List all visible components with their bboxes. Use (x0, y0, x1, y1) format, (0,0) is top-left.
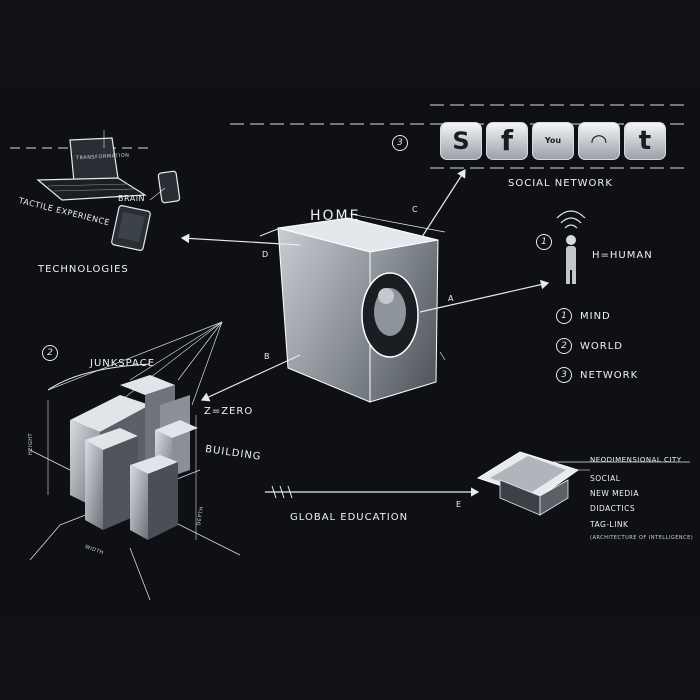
education-item-didactics: DIDACTICS (590, 504, 636, 513)
edge-c-label: C (412, 205, 419, 214)
arrow-d (180, 233, 301, 246)
marker-one-human: 1 (536, 234, 552, 250)
social-network-label: SOCIAL NETWORK (508, 178, 613, 189)
spiral-icon: ◠ (578, 122, 620, 160)
h-human-label: H=HUMAN (592, 250, 653, 261)
facebook-icon: f (486, 122, 528, 160)
edge-e-label: E (456, 500, 462, 509)
marker-three-network: 3 (556, 367, 572, 383)
marker-two-world: 2 (556, 338, 572, 354)
marker-three-social: 3 (392, 135, 408, 151)
education-item-new-media: NEW MEDIA (590, 489, 639, 498)
height-label: HEIGHT (28, 432, 34, 455)
twitter-icon: t (624, 122, 666, 160)
education-item-social: SOCIAL (590, 474, 621, 483)
home-cube (259, 213, 446, 403)
education-item-tag-link: TAG-LINK (590, 520, 629, 529)
arrow-c (419, 168, 466, 241)
skype-icon: S (440, 122, 482, 160)
arrow-b (200, 354, 301, 402)
edge-a-label: A (448, 294, 454, 303)
arrow-a (419, 279, 550, 313)
edge-d-label: D (262, 250, 269, 259)
human-list-world: WORLD (580, 341, 623, 352)
building-blocks (70, 375, 198, 540)
marker-one-mind: 1 (556, 308, 572, 324)
human-figure (556, 210, 586, 284)
youtube-icon: You Tube (532, 122, 574, 160)
marker-two-junkspace: 2 (42, 345, 58, 361)
human-list-network: NETWORK (580, 370, 639, 381)
z-zero-label: Z=ZERO (204, 406, 254, 417)
human-list-mind: MIND (580, 311, 611, 322)
education-house (476, 451, 690, 516)
education-note: (ARCHITECTURE OF INTELLIGENCE) (590, 535, 694, 541)
phone-sketch (157, 170, 181, 204)
home-label: HOME (310, 208, 361, 224)
edge-b-label: B (264, 352, 270, 361)
brain-label: BRAIN (118, 194, 146, 203)
global-education-label: GLOBAL EDUCATION (290, 512, 409, 523)
education-item-neodimensional-city: NEODIMENSIONAL CITY (590, 456, 682, 464)
technologies-label: TECHNOLOGIES (38, 264, 129, 275)
tablet-sketch (111, 205, 151, 251)
laptop-sketch (36, 137, 147, 201)
junkspace-label: JUNKSPACE (90, 358, 156, 369)
